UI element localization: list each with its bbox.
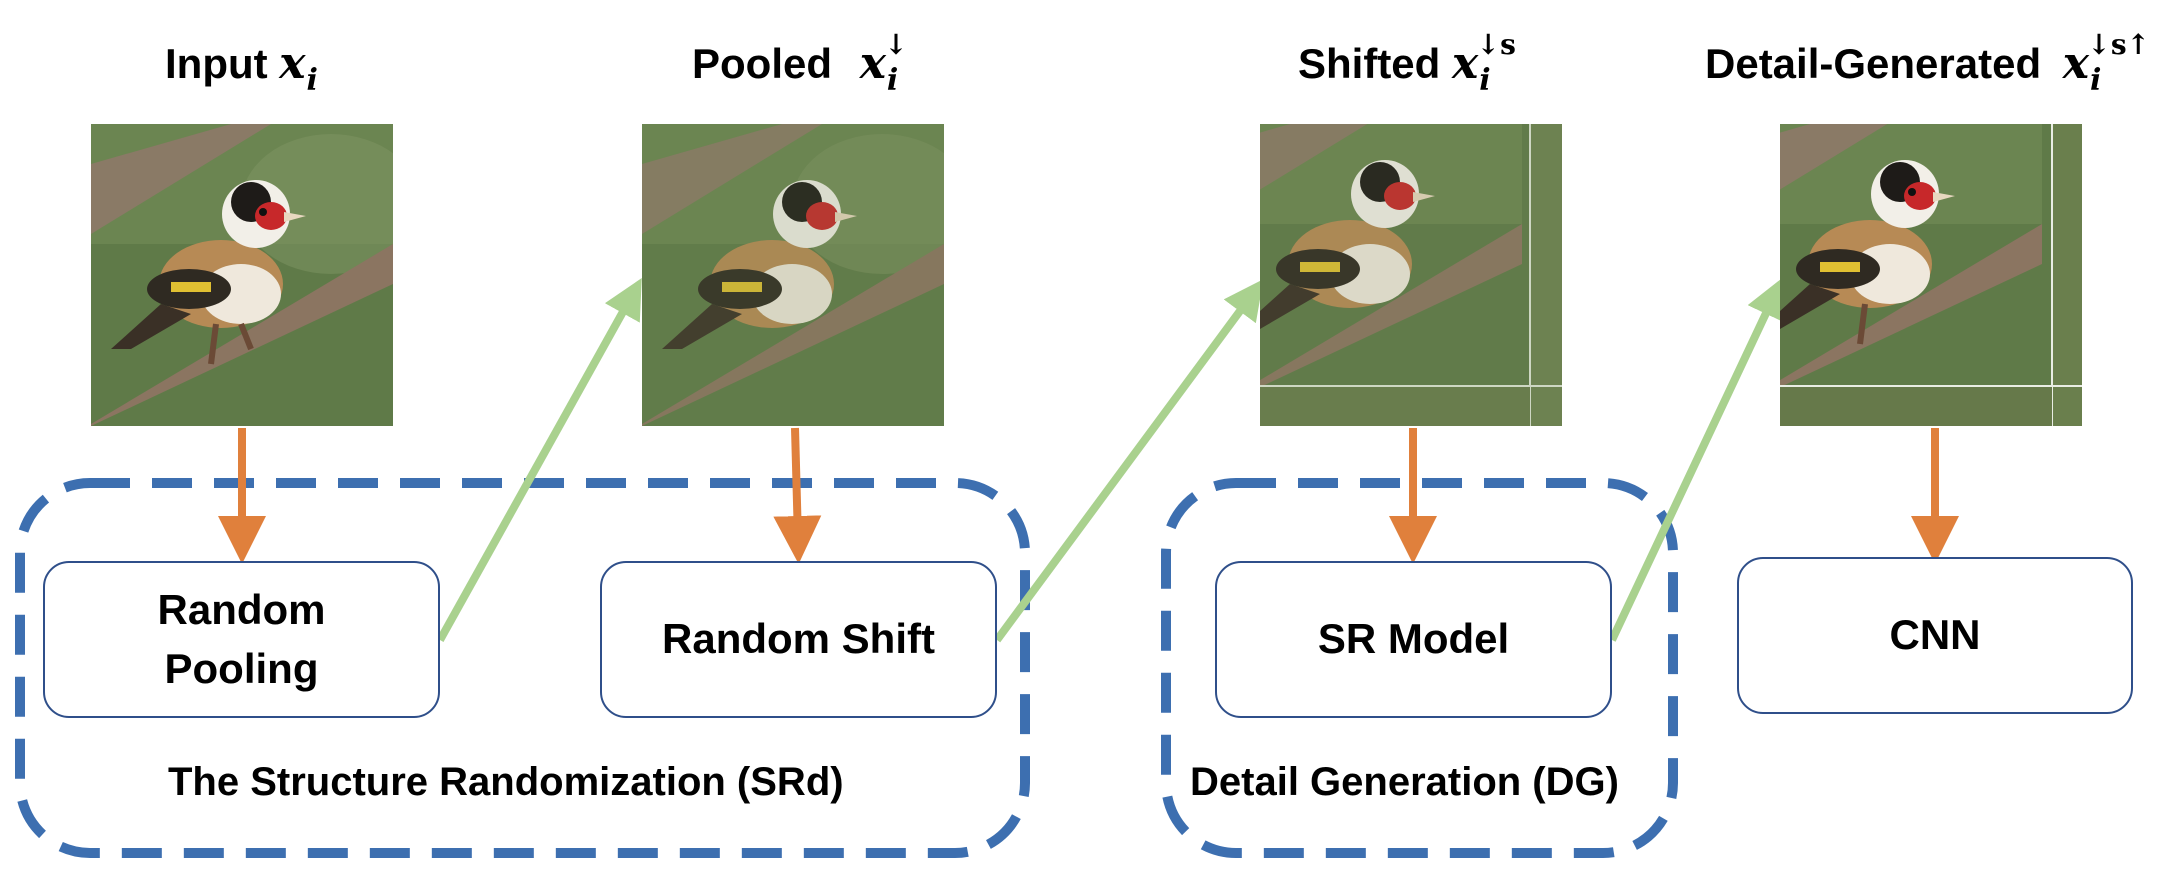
arrow-sr-to-detail [1608,277,1784,642]
cnn-box: CNN [1737,557,2133,714]
math-detail: xi↓s↑ [2062,28,2151,98]
math-input: xi [279,38,318,98]
dg-group-outline [1161,478,1678,858]
image-detail-generated [1780,124,2082,426]
srd-group-outline [15,478,1030,858]
random-pooling-label: Random Pooling [157,585,326,692]
random-pooling-box: Random Pooling [43,561,440,718]
title-input: Input xi [165,38,318,98]
random-shift-label: Random Shift [662,615,935,663]
math-shifted: xi↓s [1452,28,1516,98]
title-shifted: Shifted xi↓s [1298,28,1516,98]
image-input [91,124,393,426]
image-pooled [642,124,944,426]
srd-group-label: The Structure Randomization (SRd) [168,760,844,804]
cnn-label: CNN [1889,611,1981,659]
sr-model-label: SR Model [1317,615,1510,663]
title-detail-generated: Detail-Generated xi↓s↑ [1705,28,2151,98]
title-pooled: Pooled xi↓ [692,28,908,98]
sr-model-box: SR Model [1215,561,1612,718]
random-shift-box: Random Shift [600,561,997,718]
arrow-pooled-to-shift [773,427,822,564]
math-pooled: xi↓ [859,28,908,98]
arrow-shift-to-shifted [993,279,1264,643]
image-shifted [1260,124,1562,426]
arrow-pooling-to-pooled [436,278,642,642]
dg-group-label: Detail Generation (DG) [1190,760,1619,804]
